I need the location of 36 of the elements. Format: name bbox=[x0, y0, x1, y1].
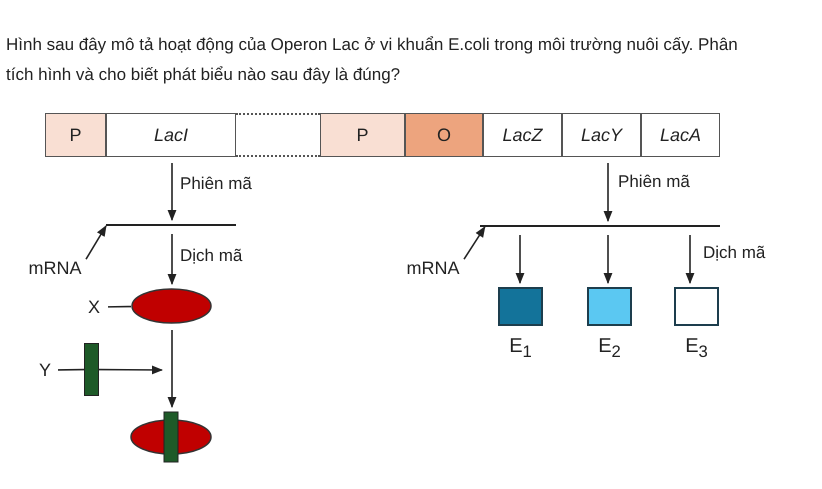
arrow bbox=[604, 163, 612, 222]
mrna-line bbox=[106, 224, 236, 228]
promoter-segment: P bbox=[320, 113, 405, 157]
arrow bbox=[168, 234, 176, 286]
gene-segment: LacI bbox=[106, 113, 236, 157]
gene-segment: LacA bbox=[641, 113, 720, 157]
enzyme-label: E$_{3}$ bbox=[684, 335, 709, 362]
mrna-line bbox=[480, 225, 720, 229]
part-label: Y bbox=[36, 359, 54, 381]
inducer-bar bbox=[84, 343, 99, 396]
edge-label: Phiên mã bbox=[180, 174, 252, 194]
question-text: Hình sau đây mô tả hoạt động của Operon Lac ở vi khuẩn E.coli trong môi trường nuôi cấy. Phân tích hình và cho biết phát biểu nào sau đây là đúng? bbox=[6, 34, 739, 86]
arrow bbox=[168, 330, 176, 408]
gene-segment: LacZ bbox=[483, 113, 562, 157]
part-label: X bbox=[84, 296, 104, 318]
arrow bbox=[168, 163, 176, 222]
enzyme-label: E$_{1}$ bbox=[508, 335, 533, 362]
edge-label: Dịch mã bbox=[703, 243, 766, 263]
protein-ellipse bbox=[131, 288, 212, 324]
enzyme-label: E$_{2}$ bbox=[597, 335, 622, 362]
part-label: mRNA bbox=[400, 257, 466, 279]
arrow bbox=[463, 226, 486, 260]
arrow bbox=[99, 365, 164, 374]
arrow bbox=[686, 235, 694, 284]
protein-complex-drawing bbox=[130, 411, 212, 463]
promoter-segment: P bbox=[45, 113, 106, 157]
edge-label: Phiên mã bbox=[618, 172, 690, 192]
edge-label: Dịch mã bbox=[180, 246, 242, 266]
leader-line bbox=[108, 306, 132, 308]
arrow bbox=[85, 225, 107, 260]
leader-line bbox=[58, 368, 84, 371]
part-label: mRNA bbox=[22, 257, 88, 279]
gene-segment: LacY bbox=[562, 113, 641, 157]
operator-segment: O bbox=[405, 113, 483, 157]
arrow bbox=[516, 235, 524, 284]
arrow bbox=[604, 235, 612, 284]
